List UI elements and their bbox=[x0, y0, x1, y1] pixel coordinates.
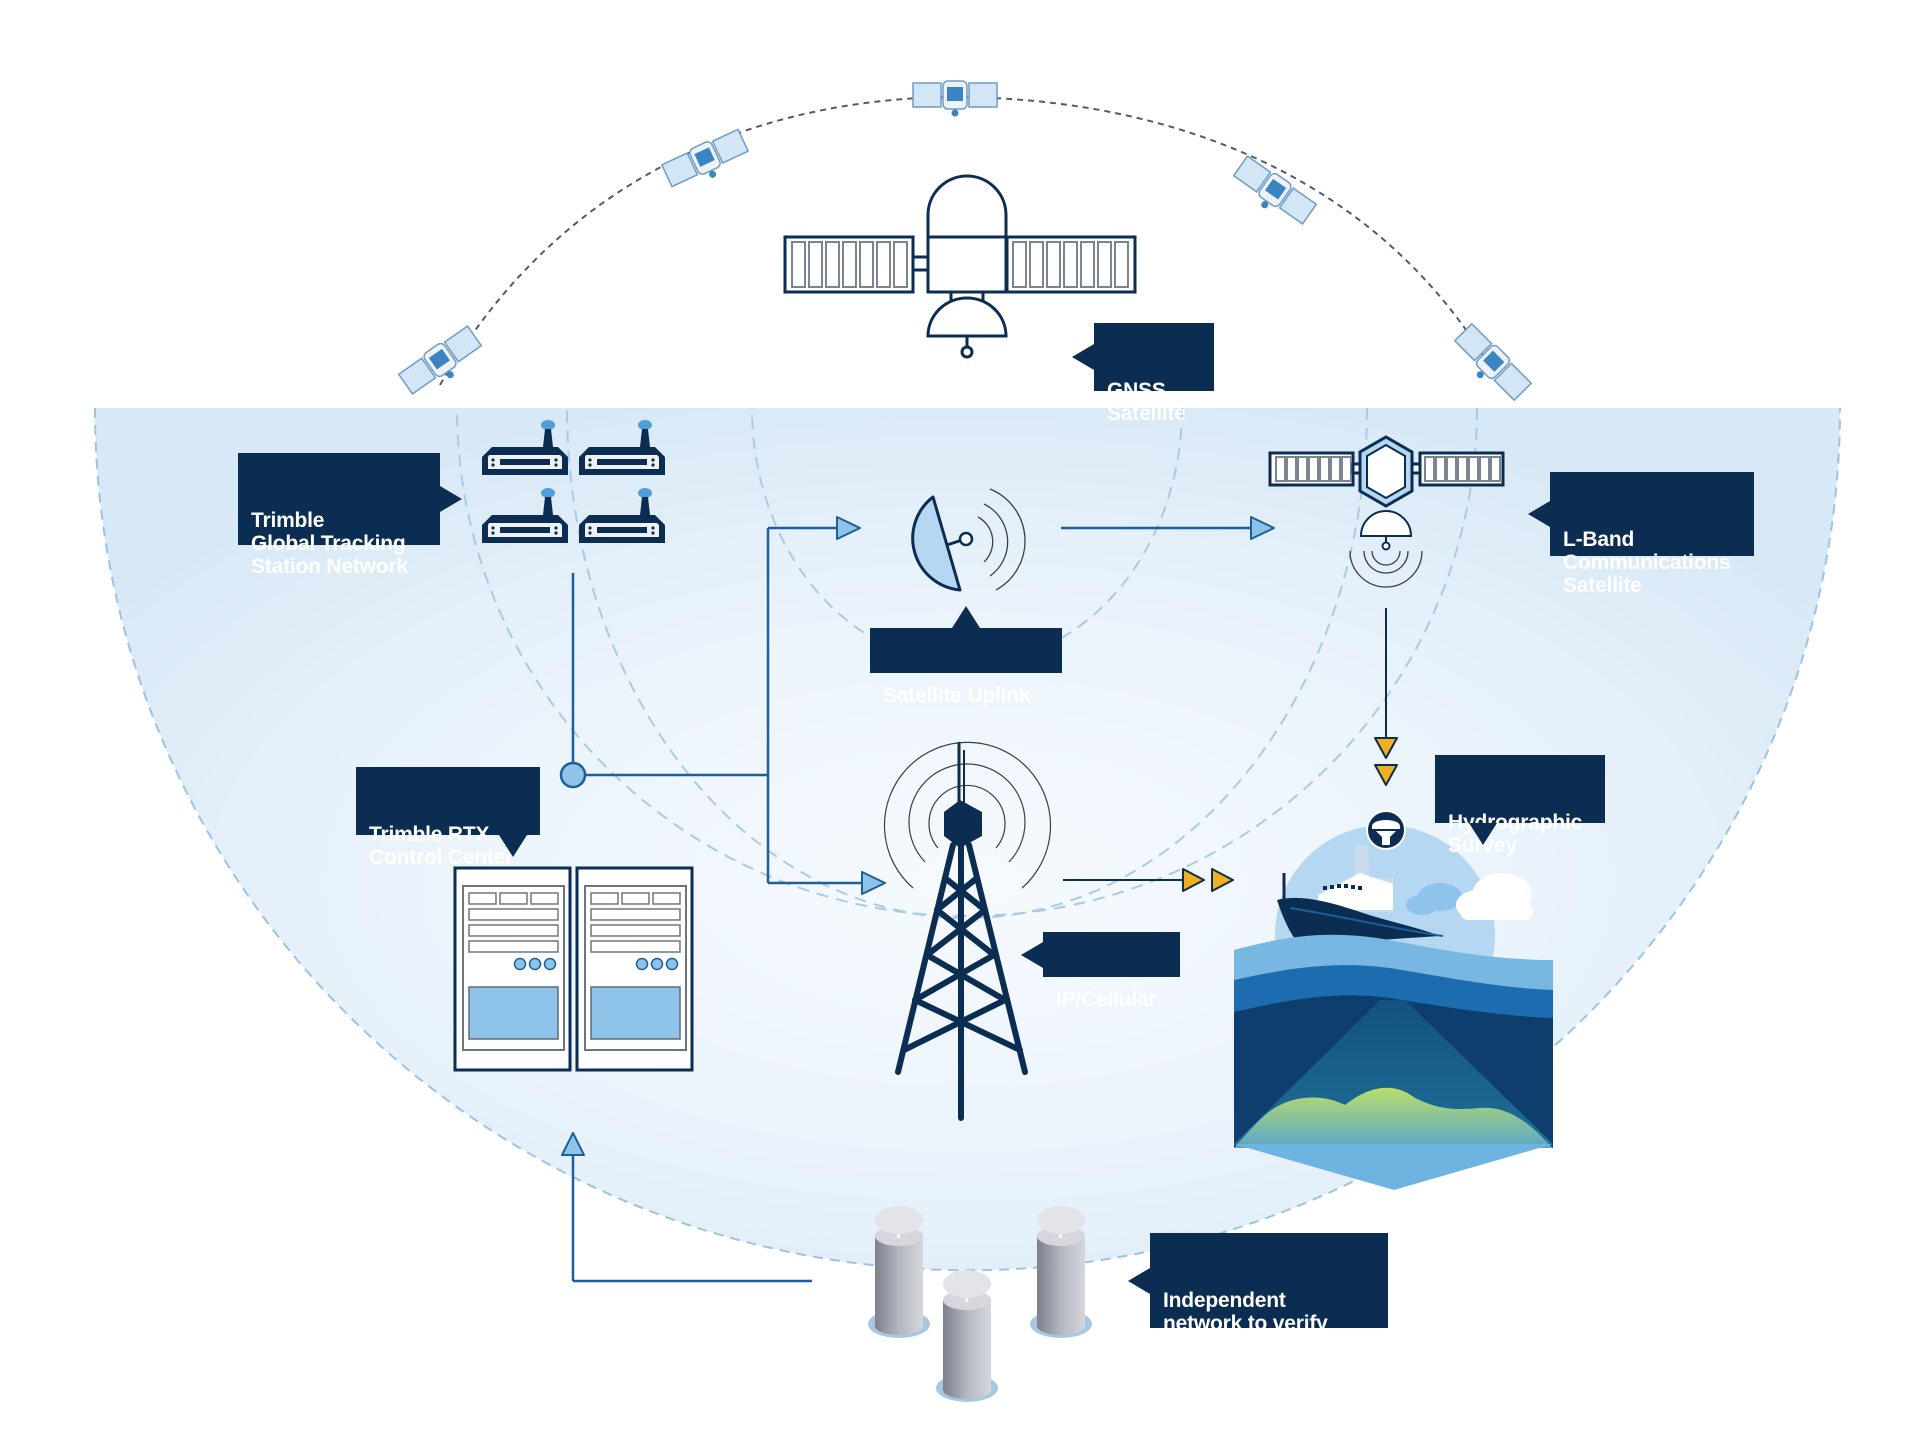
seafloor-terrain bbox=[1234, 1087, 1553, 1148]
callout-pointer bbox=[1021, 941, 1043, 968]
callout-pointer bbox=[440, 486, 462, 512]
independent-network-label-text: Independent network to verify correction… bbox=[1163, 1289, 1351, 1358]
small-satellite-icon bbox=[1232, 155, 1318, 225]
reference-station-icon bbox=[936, 1270, 998, 1402]
small-satellite-icon bbox=[660, 128, 750, 188]
arrow-right-icon bbox=[1250, 516, 1275, 540]
gnss-receiver-icon bbox=[482, 488, 568, 543]
correction-arrows bbox=[1182, 737, 1398, 892]
small-satellite-icon bbox=[1453, 322, 1533, 402]
satellite-dish-icon bbox=[911, 488, 1026, 592]
downlink-connectors bbox=[1063, 608, 1387, 881]
lband-satellite-label-text: L-Band Communications Satellite bbox=[1563, 528, 1731, 597]
hydrographic-survey-label: Hydrographic Survey bbox=[1435, 755, 1605, 857]
seafloor-base bbox=[1234, 1144, 1553, 1190]
control-center-label-text: Trimble RTX Control Center bbox=[369, 823, 514, 869]
gnss-receiver-icon bbox=[579, 420, 665, 475]
small-satellite-icon bbox=[397, 325, 483, 395]
gnss-satellite-label-text: GNSS Satellite bbox=[1107, 379, 1186, 425]
cloud-icon bbox=[1406, 873, 1533, 920]
arrow-down-yellow-icon bbox=[1374, 737, 1398, 759]
control-center-servers bbox=[453, 866, 694, 1072]
reference-station-icon bbox=[868, 1206, 930, 1338]
server-rack-icon bbox=[453, 866, 572, 1072]
arrow-up-icon bbox=[561, 1132, 585, 1156]
ip-cellular-label-text: IP/Cellular bbox=[1056, 988, 1157, 1011]
callout-pointer bbox=[1072, 344, 1094, 370]
satellite-uplink-label: Satellite Uplink bbox=[870, 606, 1062, 707]
tracking-network-label-text: Trimble Global Tracking Station Network bbox=[251, 509, 408, 578]
callout-pointer bbox=[1469, 823, 1497, 845]
reference-station-icon bbox=[1030, 1206, 1092, 1338]
callout-pointer bbox=[1128, 1267, 1150, 1294]
tracking-network-label: Trimble Global Tracking Station Network bbox=[238, 453, 462, 578]
ip-cellular-label: IP/Cellular bbox=[1021, 932, 1180, 1011]
callout-pointer bbox=[499, 835, 527, 857]
junction-node bbox=[559, 761, 587, 789]
cell-tower-icon bbox=[883, 741, 1052, 1121]
connectors bbox=[571, 526, 1255, 1283]
independent-network-label: Independent network to verify correction… bbox=[1128, 1233, 1388, 1358]
satellite-uplink-label-text: Satellite Uplink bbox=[883, 684, 1031, 707]
flow-arrows bbox=[561, 516, 1275, 1156]
reference-stations bbox=[868, 1206, 1092, 1402]
orbit-satellites bbox=[397, 80, 1533, 402]
gnss-antenna-badge bbox=[1366, 810, 1406, 850]
gnss-satellite-label: GNSS Satellite bbox=[1072, 323, 1214, 425]
arrow-right-yellow-icon bbox=[1182, 868, 1205, 892]
lband-satellite-icon bbox=[1268, 435, 1505, 588]
gnss-receiver-icon bbox=[579, 488, 665, 543]
server-rack-icon bbox=[575, 866, 694, 1072]
arrow-down-yellow-icon bbox=[1374, 764, 1398, 786]
gnss-satellite-icon bbox=[783, 174, 1137, 359]
ship-icon bbox=[1277, 845, 1444, 945]
arrow-right-icon bbox=[861, 871, 886, 895]
arrow-right-icon bbox=[836, 516, 861, 540]
tracking-stations bbox=[482, 420, 665, 543]
hydrographic-survey-scene bbox=[1234, 810, 1553, 1190]
control-center-label: Trimble RTX Control Center bbox=[356, 767, 540, 869]
gnss-receiver-icon bbox=[482, 420, 568, 475]
callout-pointer bbox=[1528, 501, 1550, 527]
callout-pointer bbox=[952, 606, 980, 628]
lband-satellite-label: L-Band Communications Satellite bbox=[1528, 472, 1754, 597]
small-satellite-icon bbox=[912, 80, 998, 117]
arrow-right-yellow-icon bbox=[1211, 868, 1234, 892]
